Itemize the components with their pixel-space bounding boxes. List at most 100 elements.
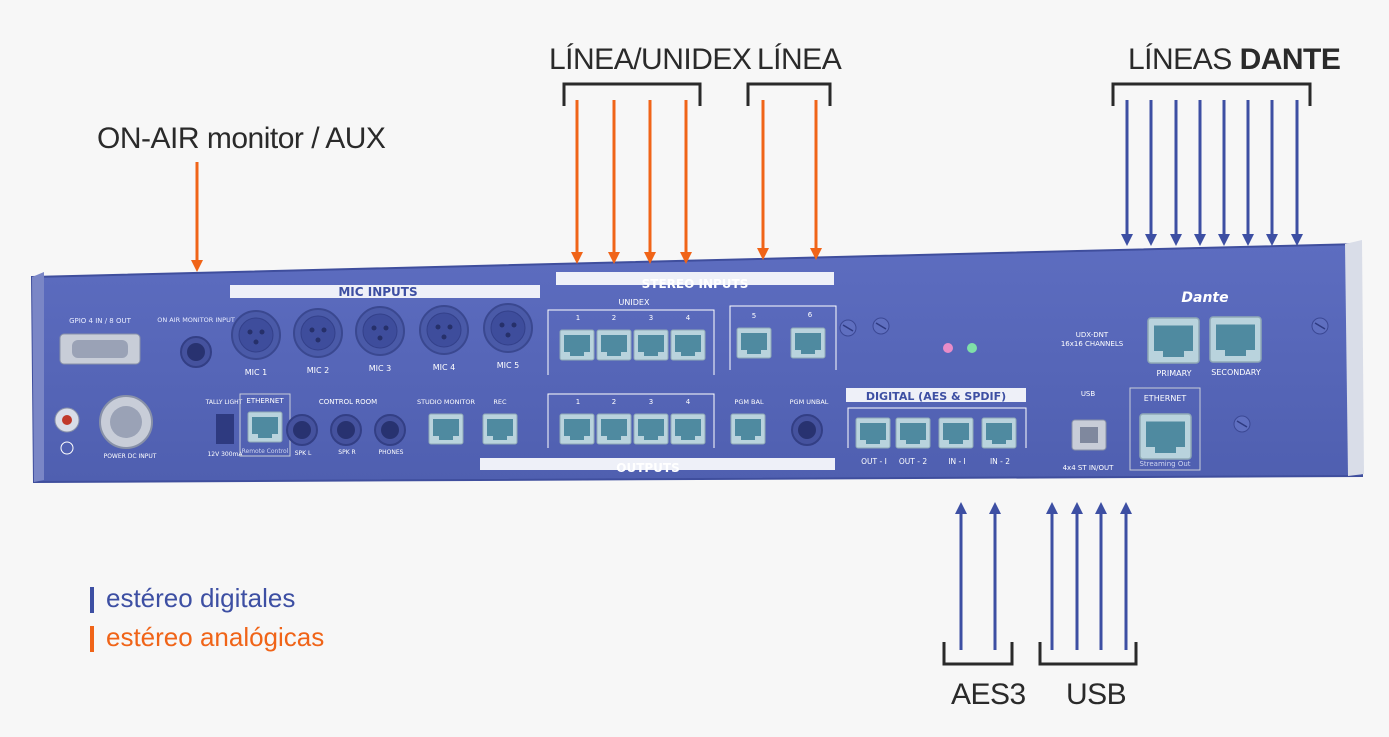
- unidex-num-3: 3: [649, 314, 653, 322]
- unidex-label: UNIDEX: [619, 298, 650, 307]
- out-num-4: 4: [686, 398, 691, 406]
- digital-port-out-2: OUT - 2: [899, 457, 927, 466]
- rj45-unidex-4: [670, 329, 706, 361]
- udx-label: UDX-DNT: [1076, 331, 1109, 339]
- label-onair: ON-AIR monitor / AUX: [97, 122, 386, 155]
- xlr-mic-5: [483, 303, 533, 353]
- tally-spec: 12V 300mA: [207, 451, 243, 458]
- unidex-num-2: 2: [612, 314, 616, 322]
- power-connector-inner: [110, 406, 142, 438]
- rj45-unidex-2: [596, 329, 632, 361]
- usb-port-inner: [1080, 427, 1098, 443]
- phones-label: PHONES: [379, 449, 404, 456]
- label-lineas-bold: DANTE: [1239, 43, 1341, 76]
- channels-label: 16x16 CHANNELS: [1061, 340, 1124, 348]
- primary-label: PRIMARY: [1156, 369, 1191, 378]
- onair-jack: [180, 336, 212, 368]
- unidex-num-4: 4: [686, 314, 691, 322]
- rj45-studio-monitor: [428, 413, 464, 445]
- streaming-frame: [1129, 387, 1201, 471]
- tally-label: TALLY LIGHT: [205, 399, 243, 406]
- gpio-connector: GPIO 4 IN / 8 OUT: [59, 317, 141, 365]
- rj45-digital-in-1: [938, 417, 974, 449]
- ethernet2-label: ETHERNET: [1144, 394, 1187, 403]
- remote-label: Remote Control: [242, 448, 289, 455]
- usb-device-label: USB: [1081, 390, 1096, 398]
- bracket-usb: [1038, 642, 1138, 666]
- streaming-label: Streaming Out: [1139, 460, 1190, 468]
- bracket-linea: [746, 82, 832, 106]
- screw-icon: [872, 317, 890, 335]
- digital-port-in-1: IN - I: [948, 457, 966, 466]
- spk-r-label: SPK R: [338, 449, 355, 456]
- digital-port-out-1: OUT - I: [861, 457, 887, 466]
- usb-spec-label: 4x4 ST IN/OUT: [1063, 464, 1115, 472]
- label-linea: LÍNEA: [757, 43, 842, 76]
- screw-icon: [1311, 317, 1329, 335]
- secondary-label: SECONDARY: [1211, 368, 1261, 377]
- xlr-mic-4: [419, 305, 469, 355]
- pgm-bal-label: PGM BAL: [734, 398, 764, 406]
- spk-l-label: SPK L: [295, 450, 312, 457]
- analog-arrows: [191, 100, 822, 272]
- legend-analog: estéreo analógicas: [90, 622, 324, 653]
- legend-digital-text: estéreo digitales: [106, 583, 296, 613]
- line-num-5: 5: [752, 312, 756, 320]
- legend-analog-text: estéreo analógicas: [106, 622, 325, 652]
- rj45-pgm-bal: [730, 413, 766, 445]
- mic-label-1: MIC 1: [245, 368, 267, 377]
- dante-primary-port: [1147, 317, 1200, 364]
- mic-label-5: MIC 5: [497, 361, 519, 370]
- device-body: [30, 240, 1364, 484]
- mic-label-3: MIC 3: [369, 364, 391, 373]
- out-num-2: 2: [612, 398, 616, 406]
- rec-label: REC: [493, 398, 507, 406]
- rj45-remote: [247, 411, 283, 443]
- legend-digital-swatch: [90, 587, 94, 614]
- stereo-inputs-title: STEREO INPUTS: [642, 277, 749, 291]
- rj45-out-1: [559, 413, 595, 445]
- tally-connector: [216, 414, 234, 444]
- out-num-1: 1: [576, 398, 580, 406]
- ethernet-label: ETHERNET: [246, 397, 284, 405]
- digital-arrows: [955, 100, 1303, 650]
- mic-inputs-title: MIC INPUTS: [338, 285, 417, 299]
- rj45-out-2: [596, 413, 632, 445]
- legend-digital: estéreo digitales: [90, 583, 295, 614]
- mic-inputs-strip: [230, 285, 540, 298]
- line-box: [729, 305, 837, 370]
- rj45-digital-in-2: [981, 417, 1017, 449]
- brackets: [562, 82, 1312, 666]
- jack-spk-l: [286, 414, 318, 446]
- jack-pgm-unbal: [791, 414, 823, 446]
- rj45-out-4: [670, 413, 706, 445]
- digital-strip: [846, 388, 1026, 402]
- unidex-num-1: 1: [576, 314, 580, 322]
- jack-spk-r: [330, 414, 362, 446]
- rj45-digital-out-2: [895, 417, 931, 449]
- led-pink: [943, 343, 953, 353]
- rj45-unidex-1: [559, 329, 595, 361]
- label-linea-unidex: LÍNEA/UNIDEX: [549, 43, 752, 76]
- gpio-label: GPIO 4 IN / 8 OUT: [69, 317, 132, 325]
- label-lineas-dante: LÍNEAS DANTE: [1128, 43, 1341, 77]
- bracket-dante: [1111, 82, 1312, 106]
- streaming-port: [1139, 413, 1192, 460]
- jack-phones: [374, 414, 406, 446]
- led-green: [967, 343, 977, 353]
- outputs-strip: [480, 458, 835, 470]
- rj45-out-3: [633, 413, 669, 445]
- rj45-rec: [482, 413, 518, 445]
- xlr-mic-2: [293, 308, 343, 358]
- studio-monitor-label: STUDIO MONITOR: [417, 398, 476, 406]
- legend-analog-swatch: [90, 626, 94, 653]
- rj45-line-6: [790, 327, 826, 359]
- line-num-6: 6: [808, 311, 813, 319]
- dante-secondary-port: [1209, 316, 1262, 363]
- dante-logo: Dante: [1181, 290, 1228, 306]
- unidex-box: [547, 309, 715, 375]
- ground-terminal-inner: [62, 415, 72, 425]
- power-label: POWER DC INPUT: [104, 453, 157, 460]
- mic-label-4: MIC 4: [433, 363, 455, 372]
- onair-input-label: ON AIR MONITOR INPUT: [157, 316, 235, 324]
